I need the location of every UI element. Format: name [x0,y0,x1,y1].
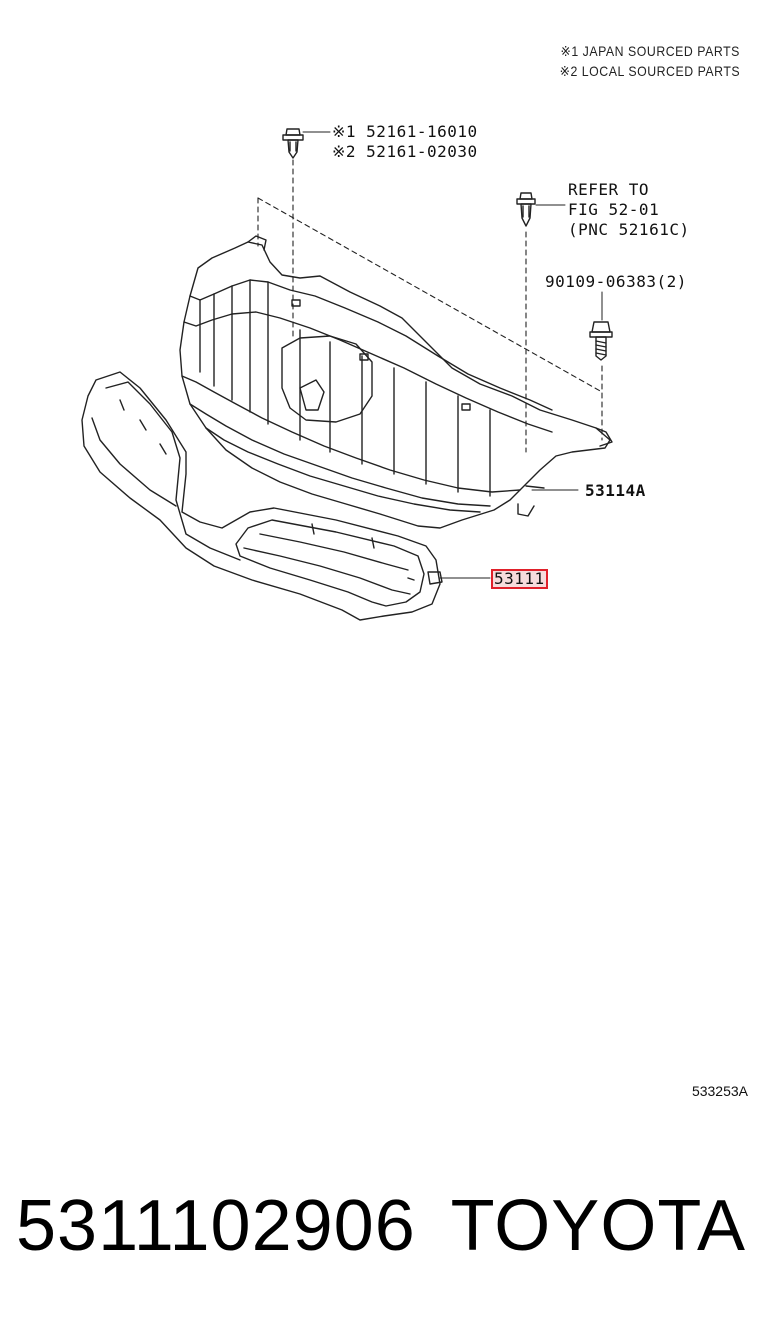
callout-clip-japan[interactable]: ※1 52161-16010 [332,122,478,141]
note-japan-sourced: ※1 JAPAN SOURCED PARTS [560,43,740,59]
reference-dashed-lines [257,159,603,453]
callout-refer-line1: REFER TO [568,180,650,199]
callout-refer-line3: (PNC 52161C) [568,220,690,239]
note-local-sourced: ※2 LOCAL SOURCED PARTS [559,63,740,79]
grille-frame-drawing [179,235,613,529]
clip-fastener-right-icon [516,192,566,227]
clip-fastener-icon [282,128,331,159]
callout-bolt[interactable]: 90109-06383(2) [545,272,687,291]
callout-grille-frame[interactable]: 53114A [585,481,646,500]
bolt-icon [589,291,613,361]
drawing-number: 533253A [691,1083,748,1099]
callout-refer-line2[interactable]: FIG 52-01 [568,200,660,219]
grille-drawing [81,371,579,621]
footer-part-number: 5311102906 [16,1186,416,1266]
footer-brand: TOYOTA [450,1186,746,1266]
callout-grille-highlighted[interactable]: 53111 [491,569,548,589]
callout-clip-local[interactable]: ※2 52161-02030 [332,142,478,161]
